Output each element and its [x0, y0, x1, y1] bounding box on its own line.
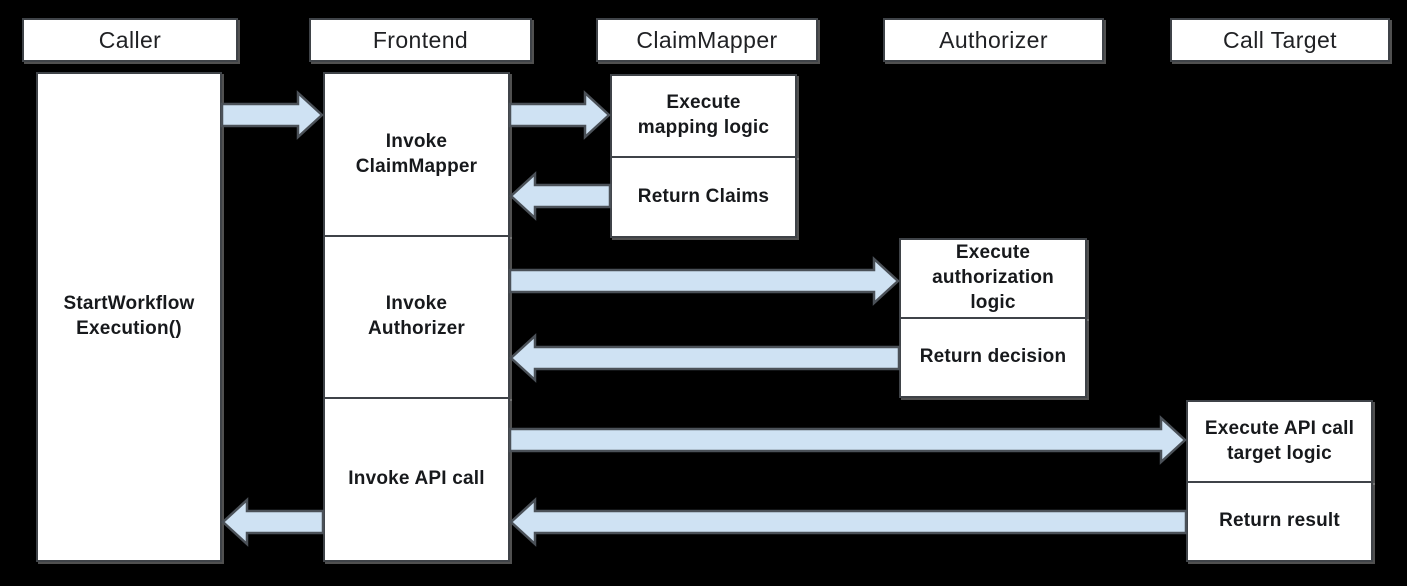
activity-invoke-claimmapper: Invoke ClaimMapper	[323, 72, 510, 237]
activity-startworkflowexecution: StartWorkflow Execution()	[36, 72, 222, 562]
lane-header-authorizer: Authorizer	[883, 18, 1104, 62]
arrow-call-target-to-frontend-icon	[509, 497, 1188, 547]
arrow-frontend-to-call-target-icon	[508, 415, 1187, 465]
arrow-frontend-to-caller-icon	[221, 497, 325, 547]
lane-header-caller: Caller	[22, 18, 238, 62]
activity-return-decision: Return decision	[899, 317, 1087, 398]
activity-return-result: Return result	[1186, 481, 1373, 562]
activity-return-claims: Return Claims	[610, 156, 797, 238]
activity-invoke-api-call: Invoke API call	[323, 397, 510, 562]
lane-header-claimmapper: ClaimMapper	[596, 18, 818, 62]
arrow-claimmapper-to-frontend-icon	[509, 171, 612, 221]
activity-execute-mapping-logic: Execute mapping logic	[610, 74, 797, 158]
arrow-frontend-to-authorizer-icon	[508, 256, 900, 306]
arrow-frontend-to-claimmapper-icon	[508, 90, 611, 140]
lane-header-call-target: Call Target	[1170, 18, 1390, 62]
arrow-caller-to-frontend-icon	[220, 90, 324, 140]
activity-execute-api-call-target-logic: Execute API call target logic	[1186, 400, 1373, 483]
activity-execute-authorization-logic: Execute authorization logic	[899, 238, 1087, 319]
activity-invoke-authorizer: Invoke Authorizer	[323, 235, 510, 399]
lane-header-frontend: Frontend	[309, 18, 532, 62]
arrow-authorizer-to-frontend-icon	[509, 333, 901, 383]
